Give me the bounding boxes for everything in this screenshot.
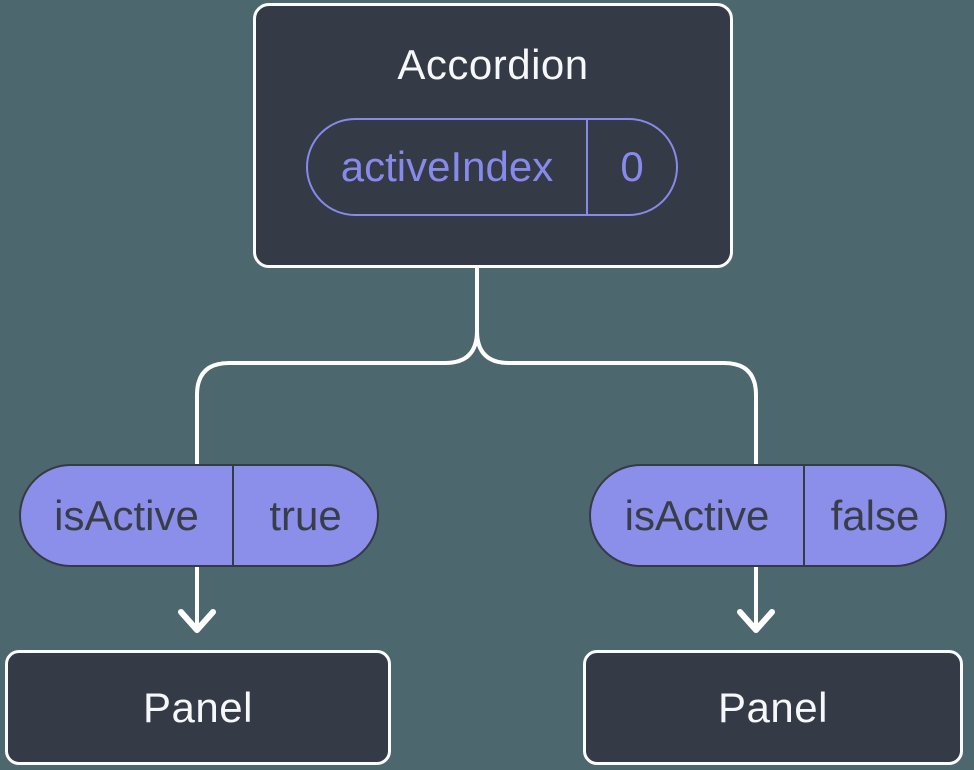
node-title: Accordion (397, 41, 589, 88)
node-panel-right: Panel (583, 650, 963, 765)
node-title: Panel (718, 683, 828, 731)
node-panel-left: Panel (5, 650, 391, 765)
arrow-down-icon (737, 609, 775, 633)
node-accordion: Accordion activeIndex 0 (253, 3, 733, 268)
prop-value: true (232, 466, 377, 565)
prop-value: 0 (586, 120, 676, 214)
prop-pill-isactive-false: isActive false (589, 464, 947, 567)
prop-name: isActive (54, 491, 199, 539)
prop-pill-isactive-true: isActive true (19, 464, 379, 567)
prop-name: isActive (624, 491, 770, 539)
prop-name: activeIndex (340, 143, 554, 190)
prop-value: false (803, 466, 945, 565)
arrow-down-icon (178, 609, 216, 633)
connector-left-branch (195, 268, 479, 626)
node-title: Panel (143, 683, 253, 731)
connector-right-branch (475, 268, 758, 626)
prop-pill-activeindex: activeIndex 0 (306, 118, 678, 216)
